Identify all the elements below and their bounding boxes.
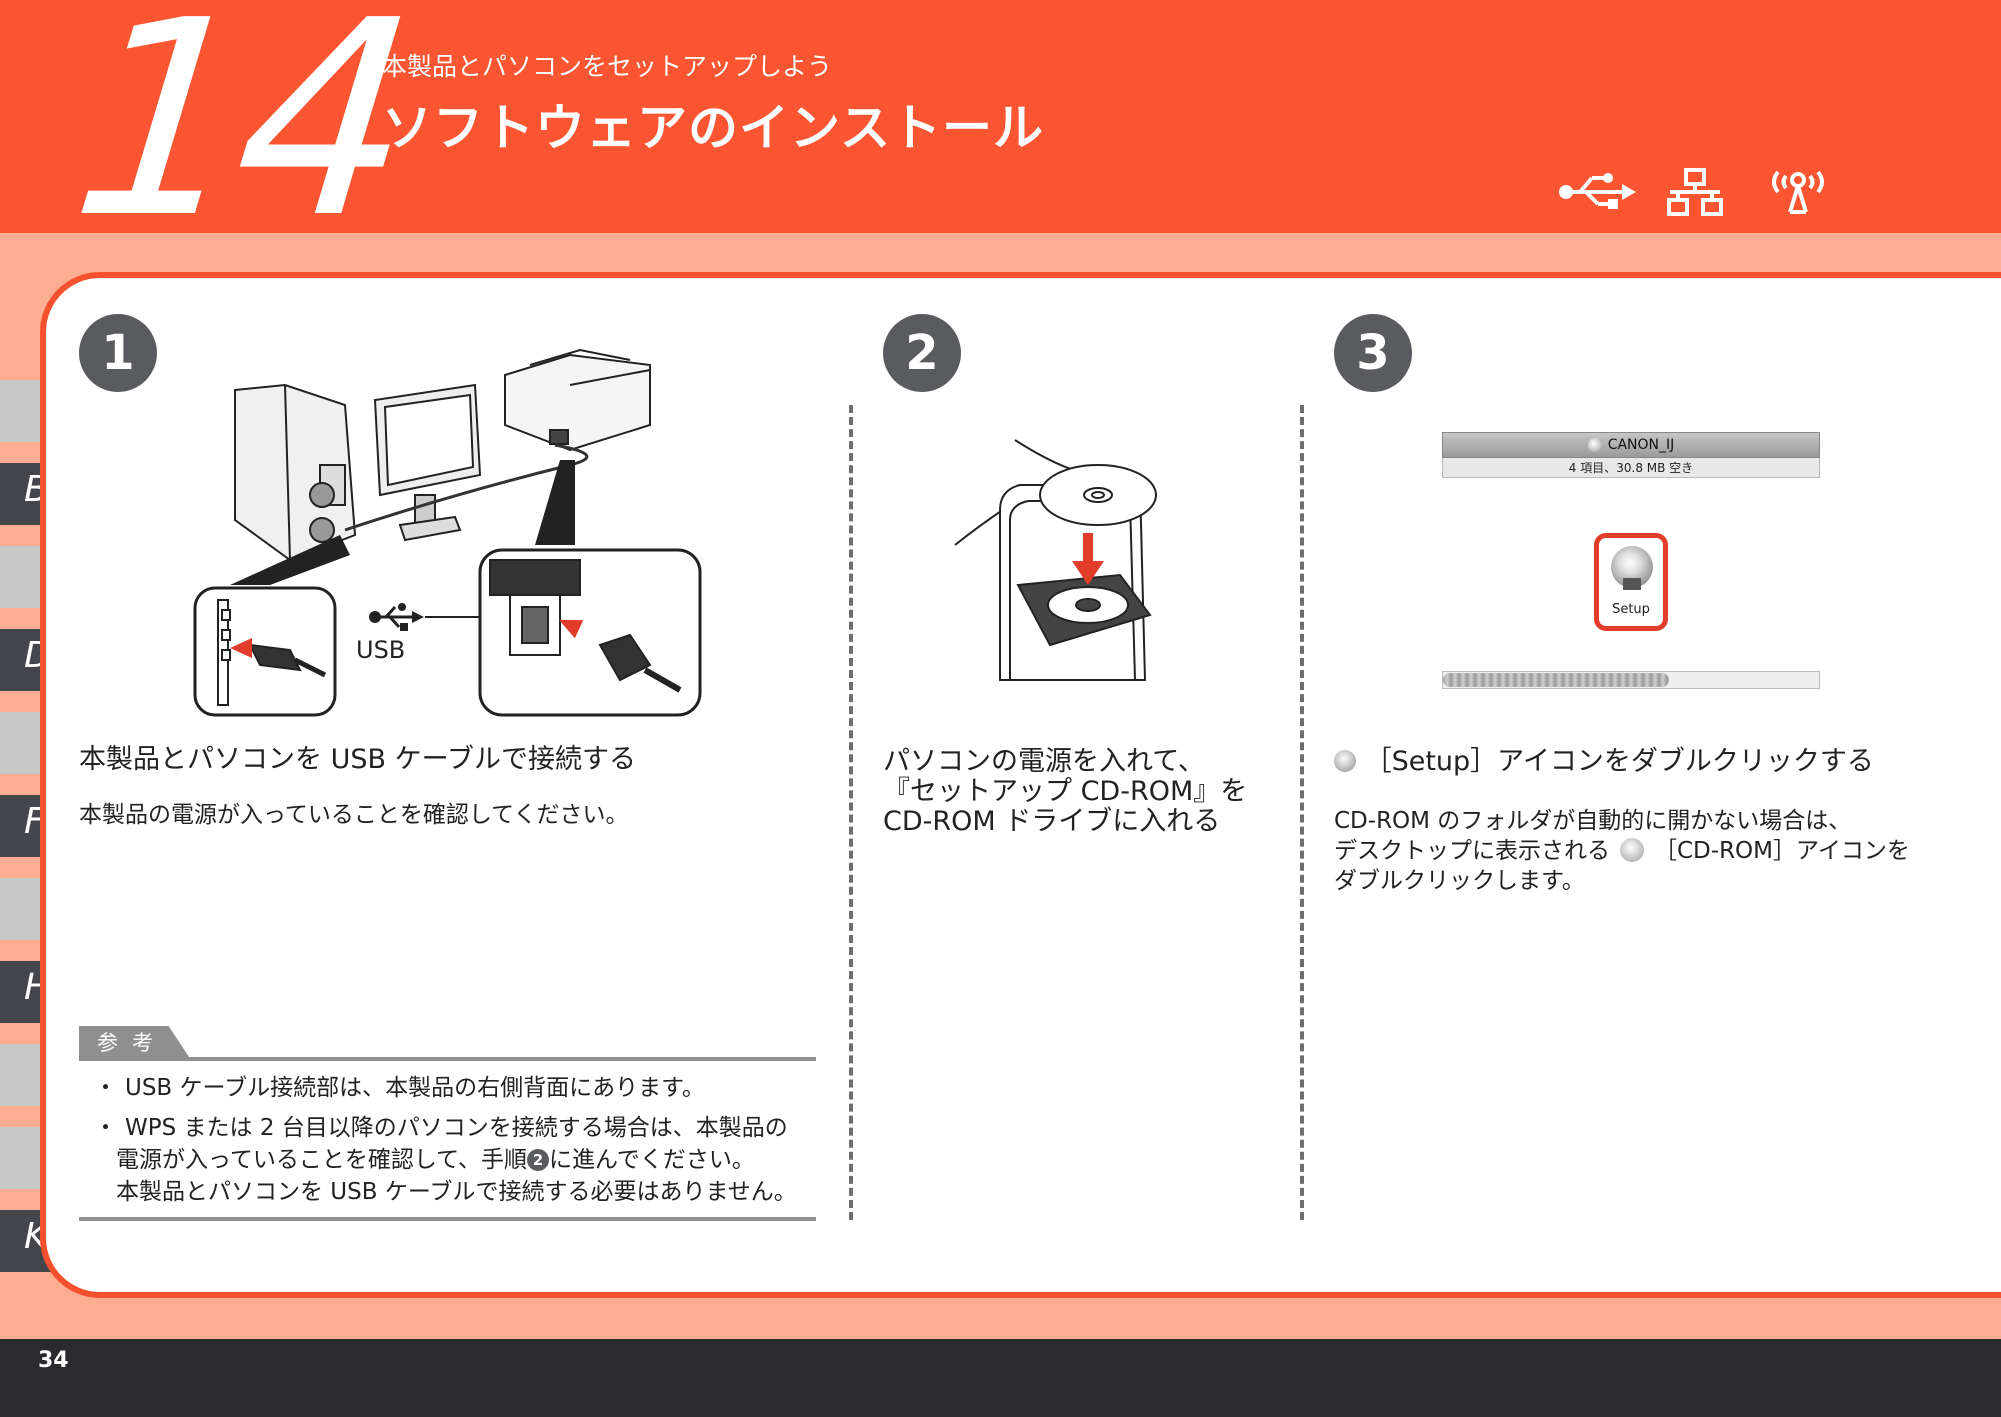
cd-rom-icon: [1620, 838, 1644, 862]
reference-text: WPS または 2 台目以降のパソコンを接続する場合は、本製品の: [125, 1115, 788, 1141]
finder-title: CANON_IJ: [1607, 437, 1675, 453]
bullet: ・: [94, 1075, 117, 1101]
step-3-body-line: ［CD-ROM］アイコンを: [1654, 838, 1910, 864]
network-icon: [1667, 168, 1723, 216]
step-2-heading: パソコンの電源を入れて、 『セットアップ CD-ROM』を CD-ROM ドライ…: [883, 747, 1247, 837]
step-3-heading: ［Setup］アイコンをダブルクリックする: [1334, 747, 1874, 777]
scrollbar-thumb[interactable]: [1443, 673, 1669, 687]
step-1-heading: 本製品とパソコンを USB ケーブルで接続する: [79, 744, 636, 775]
usb-label: USB: [356, 636, 405, 664]
step-2-heading-line: パソコンの電源を入れて、: [883, 746, 1205, 777]
reference-item: ・ WPS または 2 台目以降のパソコンを接続する場合は、本製品の 電源が入って…: [94, 1112, 814, 1208]
connection-icons: [1559, 168, 1824, 216]
usb-icon: [369, 603, 424, 631]
step-3-number: 3: [1334, 314, 1412, 392]
wireless-icon: [1772, 170, 1824, 214]
finder-window: CANON_IJ 4 項目、30.8 MB 空き: [1442, 432, 1820, 480]
side-tab-letter: F: [24, 801, 45, 842]
step-ref-badge: 2: [527, 1149, 550, 1171]
reference-divider: [79, 1057, 816, 1061]
step-2-number: 2: [883, 314, 961, 392]
step-3-body: CD-ROM のフォルダが自動的に開かない場合は、 デスクトップに表示される ［C…: [1334, 806, 1910, 896]
cd-insert-illustration: [954, 439, 1157, 681]
insert-arrow-icon: [1072, 561, 1104, 585]
step-1-number: 1: [79, 314, 157, 392]
step-number: 14: [61, 0, 419, 277]
reference-text: に進んでください。: [549, 1147, 755, 1173]
step-1-body: 本製品の電源が入っていることを確認してください。: [79, 802, 629, 828]
reference-text: USB ケーブル接続部は、本製品の右側背面にあります。: [125, 1075, 705, 1101]
usb-connection-illustration: USB: [193, 348, 702, 717]
printer-illustration: [504, 353, 651, 452]
footer-bar: [0, 1339, 2001, 1417]
finder-title-bar: CANON_IJ: [1442, 432, 1820, 458]
reference-item: ・ USB ケーブル接続部は、本製品の右側背面にあります。: [94, 1072, 705, 1104]
reference-text: 本製品とパソコンを USB ケーブルで接続する必要はありません。: [116, 1179, 797, 1205]
step-3-body-line: CD-ROM のフォルダが自動的に開かない場合は、: [1334, 808, 1852, 834]
page-number: 34: [38, 1348, 69, 1373]
cd-icon: [1587, 438, 1602, 452]
setup-icon-label: Setup: [1612, 602, 1650, 617]
finder-status: 4 項目、30.8 MB 空き: [1442, 458, 1820, 478]
bullet: ・: [94, 1115, 117, 1141]
step-3-body-line: ダブルクリックします。: [1334, 868, 1585, 894]
step-2-heading-line: 『セットアップ CD-ROM』を: [883, 776, 1248, 807]
reference-divider: [79, 1217, 816, 1221]
column-divider: [849, 405, 853, 1220]
header-subtitle: 本製品とパソコンをセットアップしよう: [382, 52, 833, 81]
reference-text: 電源が入っていることを確認して、手順: [116, 1147, 528, 1173]
setup-icon-arrow: [1623, 578, 1641, 590]
insert-arrow-icon: [1083, 533, 1093, 565]
column-divider: [1300, 405, 1304, 1220]
step-3-heading-text: ［Setup］アイコンをダブルクリックする: [1364, 746, 1874, 777]
setup-icon: [1334, 750, 1356, 772]
setup-icon-highlight[interactable]: Setup: [1594, 533, 1668, 631]
page-title: ソフトウェアのインストール: [382, 99, 1044, 157]
header-banner: 14 本製品とパソコンをセットアップしよう ソフトウェアのインストール: [0, 0, 2001, 277]
usb-icon: [1559, 173, 1636, 209]
reference-label: 参考: [79, 1026, 191, 1060]
finder-scrollbar[interactable]: [1442, 671, 1820, 689]
step-2-heading-line: CD-ROM ドライブに入れる: [883, 806, 1221, 837]
step-3-body-line: デスクトップに表示される: [1334, 838, 1610, 864]
